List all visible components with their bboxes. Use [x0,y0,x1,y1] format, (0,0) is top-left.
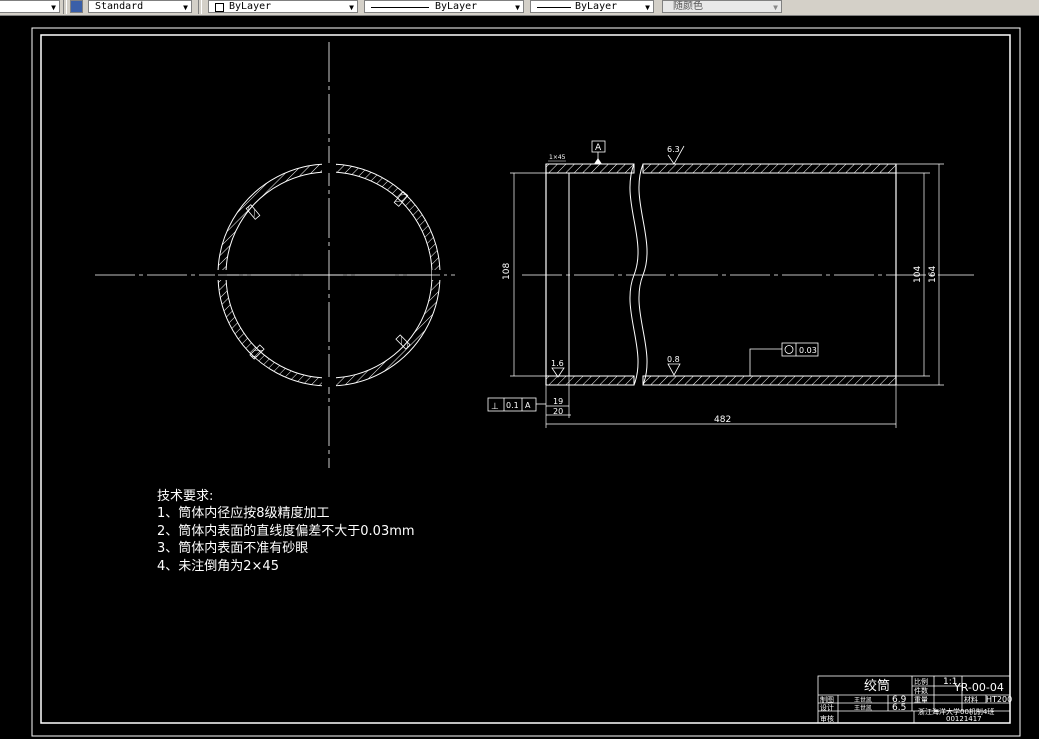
title-block-text: 绞筒 比例 1:1 件数 YR-00-04 重量 材料 HT200 制图 设计 … [820,677,1012,723]
outer-border [31,27,1021,737]
section-view: 108 104 164 482 19 20 1×45 A 6.3 0.8 [487,140,974,428]
perp-tolerance-value: 0.1 [506,401,519,410]
linetype-select[interactable]: ByLayer ▼ [364,0,524,13]
text-style-value: Standard [95,1,144,12]
roughness-top: 6.3 [667,145,680,154]
datum-box [591,140,606,153]
tech-req-title: 技术要求: [157,489,213,504]
lineweight-value: ByLayer [575,1,618,12]
end-view [95,42,455,468]
perpendicularity-frame [487,397,537,412]
tech-req-item: 2、筒体内表面的直线度偏差不大于0.03mm [157,523,415,539]
toolbar-separator [63,0,67,14]
ring-key [393,191,409,207]
dim-od-right: 164 [928,266,938,283]
linetype-preview-icon [371,7,429,8]
text-style-icon[interactable] [70,0,83,13]
dim-wall-19: 19 [553,397,563,406]
dim-od-left: 108 [502,263,512,280]
text-style-select[interactable]: Standard ▼ [88,0,192,13]
roughness-inner-symbol [667,363,681,376]
dim-length: 482 [714,415,731,425]
drawing-canvas[interactable]: 108 104 164 482 19 20 1×45 A 6.3 0.8 [0,15,1039,739]
chevron-down-icon: ▼ [51,3,56,12]
plot-style-value: 随颜色 [673,1,703,12]
weight-label: 重量 [914,696,928,704]
qty-label: 件数 [914,686,928,695]
tech-req-item: 1、筒体内径应按8级精度加工 [157,505,330,521]
circularity-icon [784,345,794,354]
layer-value: ByLayer [229,1,272,12]
part-name: 绞筒 [864,678,890,694]
design-name: 王世凯 [854,704,872,712]
inner-border [40,34,1011,724]
ring-key [395,334,411,350]
dim-wall-20: 20 [553,407,563,416]
ring-slot [322,163,336,173]
bottom-wall-hatch-right [642,375,897,386]
drawing-number: YR-00-04 [953,681,1004,694]
flatness-tolerance: 0.03 [799,346,817,355]
lineweight-preview-icon [537,7,571,8]
bottom-wall-hatch-left [545,375,635,386]
tech-req-item: 3、筒体内表面不准有砂眼 [157,540,308,556]
check-label: 审核 [820,714,834,723]
technical-requirements: 技术要求: 1、筒体内径应按8级精度加工 2、筒体内表面的直线度偏差不大于0.0… [157,489,415,574]
design-label: 设计 [820,703,834,712]
break-line-left [629,163,639,386]
color-swatch-icon [215,3,224,12]
roughness-left-symbol [551,367,565,378]
student-number: 00121417 [946,715,982,723]
datum-triangle [594,158,602,164]
ring-key [245,204,261,220]
scale-label: 比例 [914,677,928,686]
title-block [817,675,1011,724]
roughness-top-symbol [667,145,685,165]
chevron-down-icon: ▼ [349,3,354,12]
tolerance-leader [749,348,782,376]
scale-value: 1:1 [943,677,957,687]
school-name: 浙江海洋大学00机制4班 [918,707,994,716]
chevron-down-icon: ▼ [183,3,188,12]
material-label: 材料 [964,695,978,704]
layer-select[interactable]: ByLayer ▼ [208,0,358,13]
material-value: HT200 [986,695,1012,704]
ring-key [249,344,265,360]
chevron-down-icon: ▼ [515,3,520,12]
linetype-value: ByLayer [435,1,478,12]
chamfer-note: 1×45 [549,154,566,161]
dim-id-right: 104 [913,266,923,283]
date-1: 6.9 [892,695,907,705]
date-2: 6.5 [892,703,906,713]
previous-combo[interactable]: ▼ [0,0,60,13]
top-wall-hatch-right [642,163,897,174]
tolerance-frame [781,342,819,357]
break-line-right [638,163,648,386]
perp-datum: A [525,401,531,410]
top-wall-hatch-left [545,163,635,174]
datum-label: A [595,143,602,153]
tech-req-item: 4、未注倒角为2×45 [157,559,279,574]
chevron-down-icon: ▼ [645,3,650,12]
roughness-inner: 0.8 [667,355,680,364]
chevron-down-icon: ▼ [773,3,778,12]
perpendicularity-icon: ⊥ [491,402,499,412]
drawn-label: 制图 [820,695,834,704]
ring-slot [322,377,336,387]
plot-style-select[interactable]: 随颜色 ▼ [662,0,782,13]
toolbar-separator [198,0,202,14]
roughness-left: 1.6 [551,359,564,368]
properties-toolbar: ▼ Standard ▼ ByLayer ▼ ByLayer ▼ ByLayer ▼ 随… [0,0,1039,16]
drawn-name: 王世凯 [854,696,872,704]
lineweight-select[interactable]: ByLayer ▼ [530,0,654,13]
